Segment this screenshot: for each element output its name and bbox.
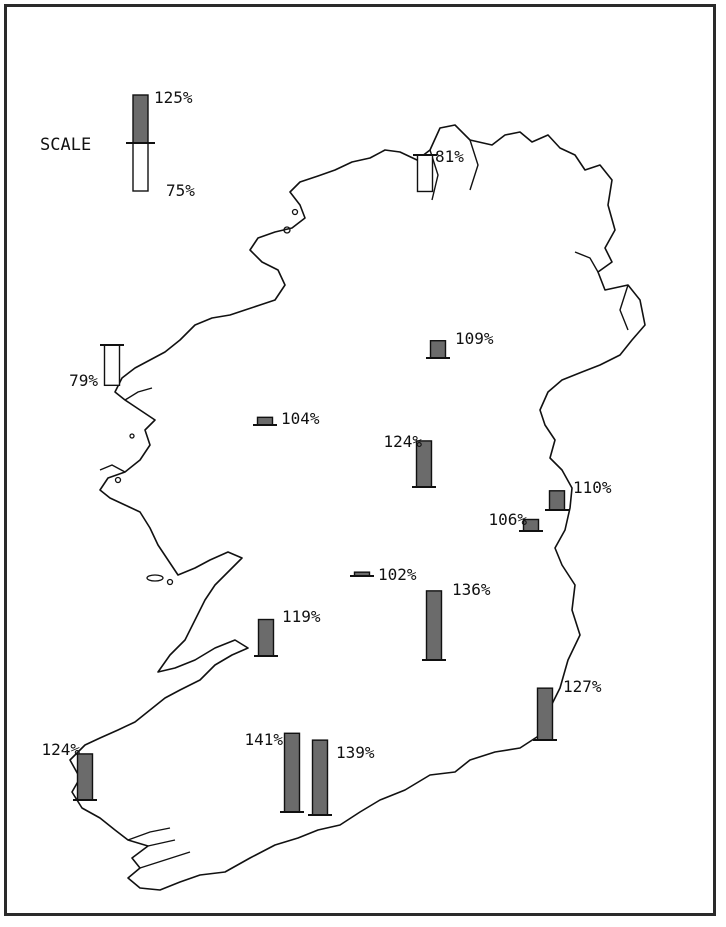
station-label: 139% <box>336 743 375 762</box>
station-bar <box>416 154 434 193</box>
station-label: 110% <box>573 478 612 497</box>
station-label: 127% <box>563 677 602 696</box>
station-bar <box>425 590 443 661</box>
station-bar <box>76 753 94 801</box>
map-frame <box>4 4 716 916</box>
island <box>146 574 164 582</box>
station-label: 136% <box>452 580 491 599</box>
station-label: 106% <box>488 510 527 529</box>
station-bar <box>257 618 275 657</box>
scale-high-label: 125% <box>154 88 193 107</box>
station-label: 102% <box>378 565 417 584</box>
station-bars: 81% 109% 79% 104% 124% 110% 106% 102% 136% 119% 12… <box>41 147 612 816</box>
station-bar <box>429 340 447 359</box>
island <box>283 226 291 234</box>
station-bar <box>311 739 329 816</box>
station-bar <box>283 732 301 813</box>
station-label: 79% <box>69 371 98 390</box>
station-bar <box>548 490 566 511</box>
scale-legend: SCALE 125% 75% <box>40 88 195 200</box>
ireland-coastline <box>69 124 646 891</box>
coast-detail-west <box>99 387 153 473</box>
station-label: 104% <box>281 409 320 428</box>
scale-bar-high <box>132 94 149 144</box>
station-bar <box>536 687 554 741</box>
island <box>114 476 122 484</box>
station-label: 124% <box>41 740 80 759</box>
station-label: 141% <box>244 730 283 749</box>
station-label: 109% <box>455 329 494 348</box>
station-bar <box>256 416 274 426</box>
station-label: 81% <box>435 147 464 166</box>
station-label: 119% <box>282 607 321 626</box>
station-label: 124% <box>383 432 422 451</box>
scale-bar-low <box>132 142 149 192</box>
scale-title: SCALE <box>40 135 91 155</box>
coast-detail-east <box>574 251 629 331</box>
coast-detail-southwest <box>127 827 191 869</box>
island <box>166 578 174 586</box>
island <box>291 208 299 216</box>
station-bar <box>103 344 121 387</box>
island <box>129 433 135 439</box>
scale-low-label: 75% <box>166 181 195 200</box>
